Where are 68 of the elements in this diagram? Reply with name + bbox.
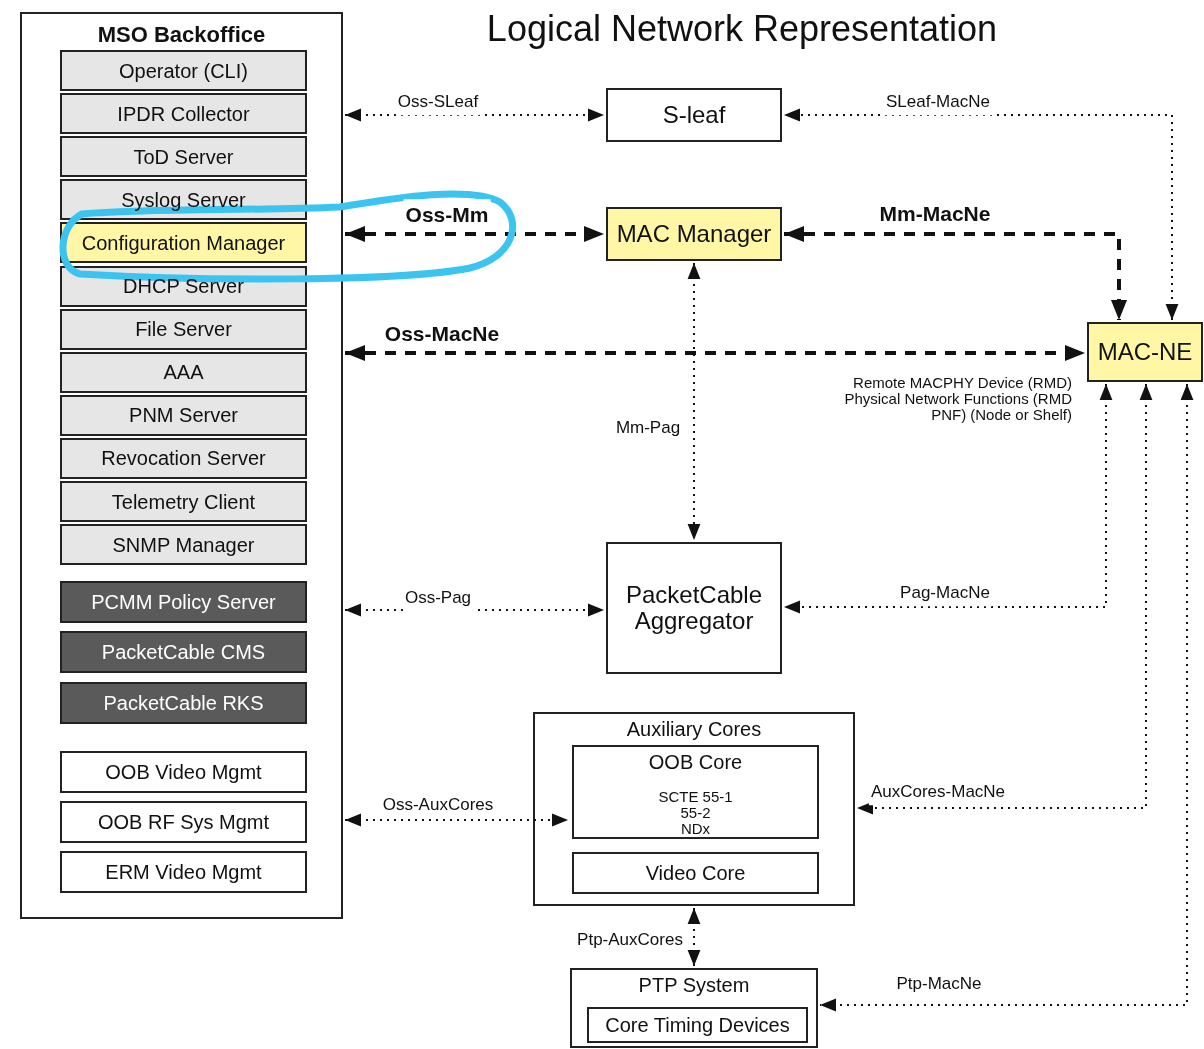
backoffice-panel bbox=[20, 12, 343, 919]
group-box bbox=[570, 968, 818, 1048]
connector-arrow bbox=[856, 383, 1153, 815]
connector-arrow bbox=[783, 383, 1113, 614]
box-label: Revocation Server bbox=[101, 446, 266, 472]
box-label: OOB Core bbox=[648, 750, 743, 775]
box-label: File Server bbox=[135, 317, 232, 343]
system-box bbox=[572, 852, 819, 894]
system-box bbox=[587, 1007, 808, 1043]
server-box bbox=[60, 481, 307, 522]
server-box bbox=[60, 351, 307, 393]
box-detail: SCTE 55-1 bbox=[658, 789, 733, 805]
server-box bbox=[60, 93, 307, 135]
box-label: AAA bbox=[163, 360, 204, 386]
highlighted-box bbox=[1087, 322, 1203, 382]
server-box bbox=[60, 394, 307, 436]
highlighted-box bbox=[60, 222, 307, 264]
box-label: ToD Server bbox=[133, 144, 234, 170]
server-box bbox=[60, 50, 307, 91]
server-box bbox=[60, 437, 307, 479]
network-box bbox=[606, 88, 782, 142]
box-label: PacketCable CMS bbox=[101, 640, 266, 665]
server-box bbox=[60, 581, 307, 623]
box-label: Auxiliary Cores bbox=[626, 717, 762, 742]
box-label: PNM Server bbox=[129, 403, 238, 429]
system-box bbox=[60, 801, 307, 843]
core-box bbox=[572, 745, 819, 839]
server-box bbox=[60, 524, 307, 566]
group-box bbox=[533, 712, 855, 906]
box-label: Telemetry Client bbox=[111, 489, 256, 515]
box-label: OOB RF Sys Mgmt bbox=[97, 810, 270, 835]
network-box bbox=[606, 542, 782, 674]
box-label: PCMM Policy Server bbox=[91, 590, 276, 615]
box-label: PacketCable RKS bbox=[103, 691, 264, 716]
box-label: Configuration Manager bbox=[81, 230, 286, 256]
box-label: PacketCable Aggregator bbox=[624, 582, 764, 634]
highlighted-box bbox=[606, 207, 782, 261]
box-label: OOB Video Mgmt bbox=[105, 760, 262, 785]
connector-arrow bbox=[819, 383, 1194, 1012]
system-box bbox=[60, 751, 307, 793]
connector-arrow bbox=[687, 262, 701, 541]
box-label: PTP System bbox=[638, 973, 750, 998]
box-label: Syslog Server bbox=[121, 187, 246, 213]
box-label: MAC Manager bbox=[616, 219, 772, 249]
box-label: ERM Video Mgmt bbox=[105, 860, 262, 885]
server-box bbox=[60, 682, 307, 724]
connector-arrow bbox=[345, 345, 1085, 361]
connector-arrow bbox=[784, 226, 1127, 320]
box-label: S-leaf bbox=[662, 102, 726, 128]
box-label: Core Timing Devices bbox=[605, 1013, 790, 1038]
system-box bbox=[60, 851, 307, 893]
box-detail: NDx bbox=[680, 821, 711, 837]
box-label: Video Core bbox=[645, 861, 746, 886]
box-label: IPDR Collector bbox=[117, 101, 250, 127]
node-caption: Remote MACPHY Device (RMD) Physical Network Functions (RMD PNF) (Node or Shelf) bbox=[843, 375, 1072, 423]
box-label: SNMP Manager bbox=[112, 532, 255, 558]
box-label: Operator (CLI) bbox=[119, 58, 248, 84]
connector-arrow bbox=[345, 226, 604, 242]
connector-arrow bbox=[687, 907, 701, 967]
box-label: DHCP Server bbox=[123, 274, 244, 299]
connector-arrow bbox=[344, 813, 569, 827]
box-detail: 55-2 bbox=[680, 805, 711, 821]
box-label: MAC-NE bbox=[1097, 337, 1193, 367]
server-box bbox=[60, 308, 307, 350]
diagram-title: Logical Network Representation bbox=[485, 7, 999, 51]
server-box bbox=[60, 631, 307, 673]
server-box bbox=[60, 136, 307, 178]
panel-title: MSO Backoffice bbox=[97, 21, 266, 49]
